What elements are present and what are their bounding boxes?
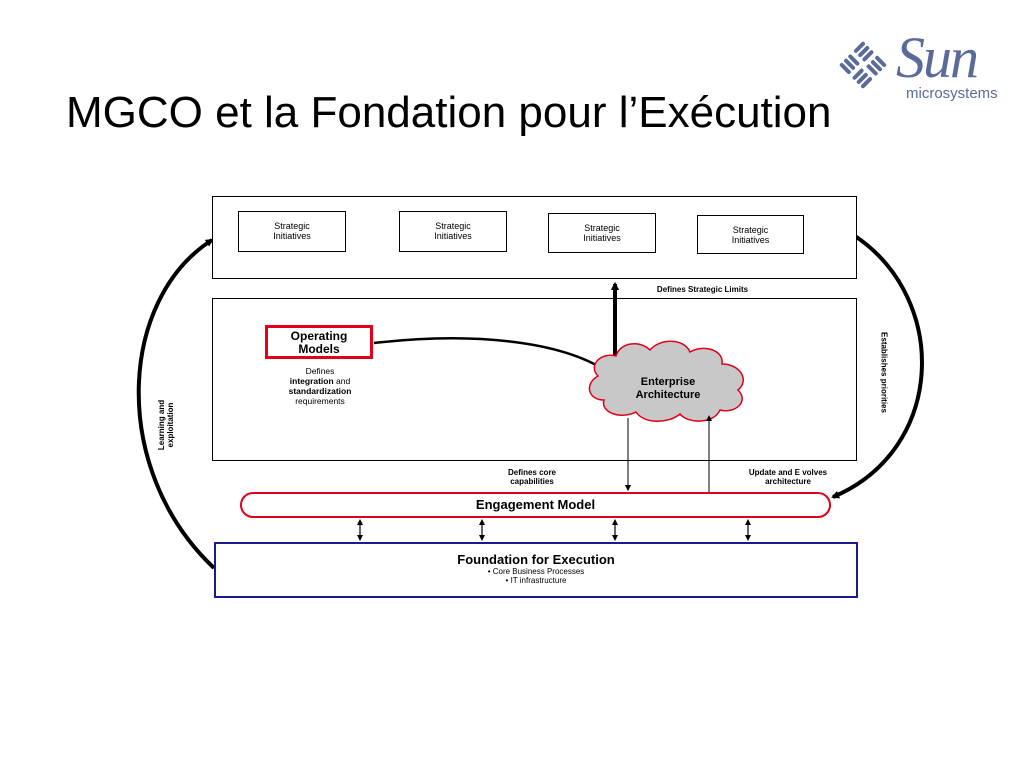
strategic-initiative-1: Strategic Initiatives [238,211,346,252]
strategic-initiative-4: Strategic Initiatives [697,215,804,254]
foundation-title: Foundation for Execution [457,552,615,567]
foundation-item: • IT infrastructure [505,576,567,585]
initiative-label: Strategic Initiatives [731,225,770,245]
logo-subtitle: microsystems [906,85,998,102]
and-word: and [333,376,351,386]
integration-word: integration [289,376,334,386]
strategic-limits-label: Defines Strategic Limits [656,285,749,294]
initiative-label: Strategic Initiatives [434,221,472,241]
operating-models-box: Operating Models [265,325,373,359]
establishes-priorities-label: Establishes priorities [879,332,889,413]
core-capabilities-label: Defines core capabilities [507,468,557,486]
initiative-label: Strategic Initiatives [583,223,621,243]
operating-models-label: Operating Models [290,329,348,356]
defines-line: Defines [305,366,335,376]
update-evolves-label: Update and E volves architecture [748,468,828,486]
engagement-model-bar: Engagement Model [240,492,831,518]
logo-wordmark: Sun [896,25,979,90]
learning-exploitation-label: Learning and exploitation [157,399,175,451]
foundation-item: • Core Business Processes [487,567,585,576]
sun-logo: Sun microsystems [832,25,1007,106]
page-title: MGCO et la Fondation pour l’Exécution [66,88,832,137]
learning-loop-arrow [136,238,216,570]
strategic-initiative-2: Strategic Initiatives [399,211,507,252]
initiative-label: Strategic Initiatives [273,221,311,241]
foundation-for-execution-box: Foundation for Execution • Core Business… [214,542,858,598]
sun-logo-icon [839,41,887,89]
requirements-line: requirements [295,396,345,406]
strategic-initiative-3: Strategic Initiatives [548,213,656,253]
standardization-word: standardization [288,386,352,396]
priorities-loop-arrow [831,234,924,499]
enterprise-architecture-label: Enterprise Architecture [598,376,738,402]
engagement-foundation-links [357,519,751,541]
integration-requirements-text: Defines integration and standardization … [256,366,384,406]
ea-label-text: Enterprise Architecture [635,376,701,401]
